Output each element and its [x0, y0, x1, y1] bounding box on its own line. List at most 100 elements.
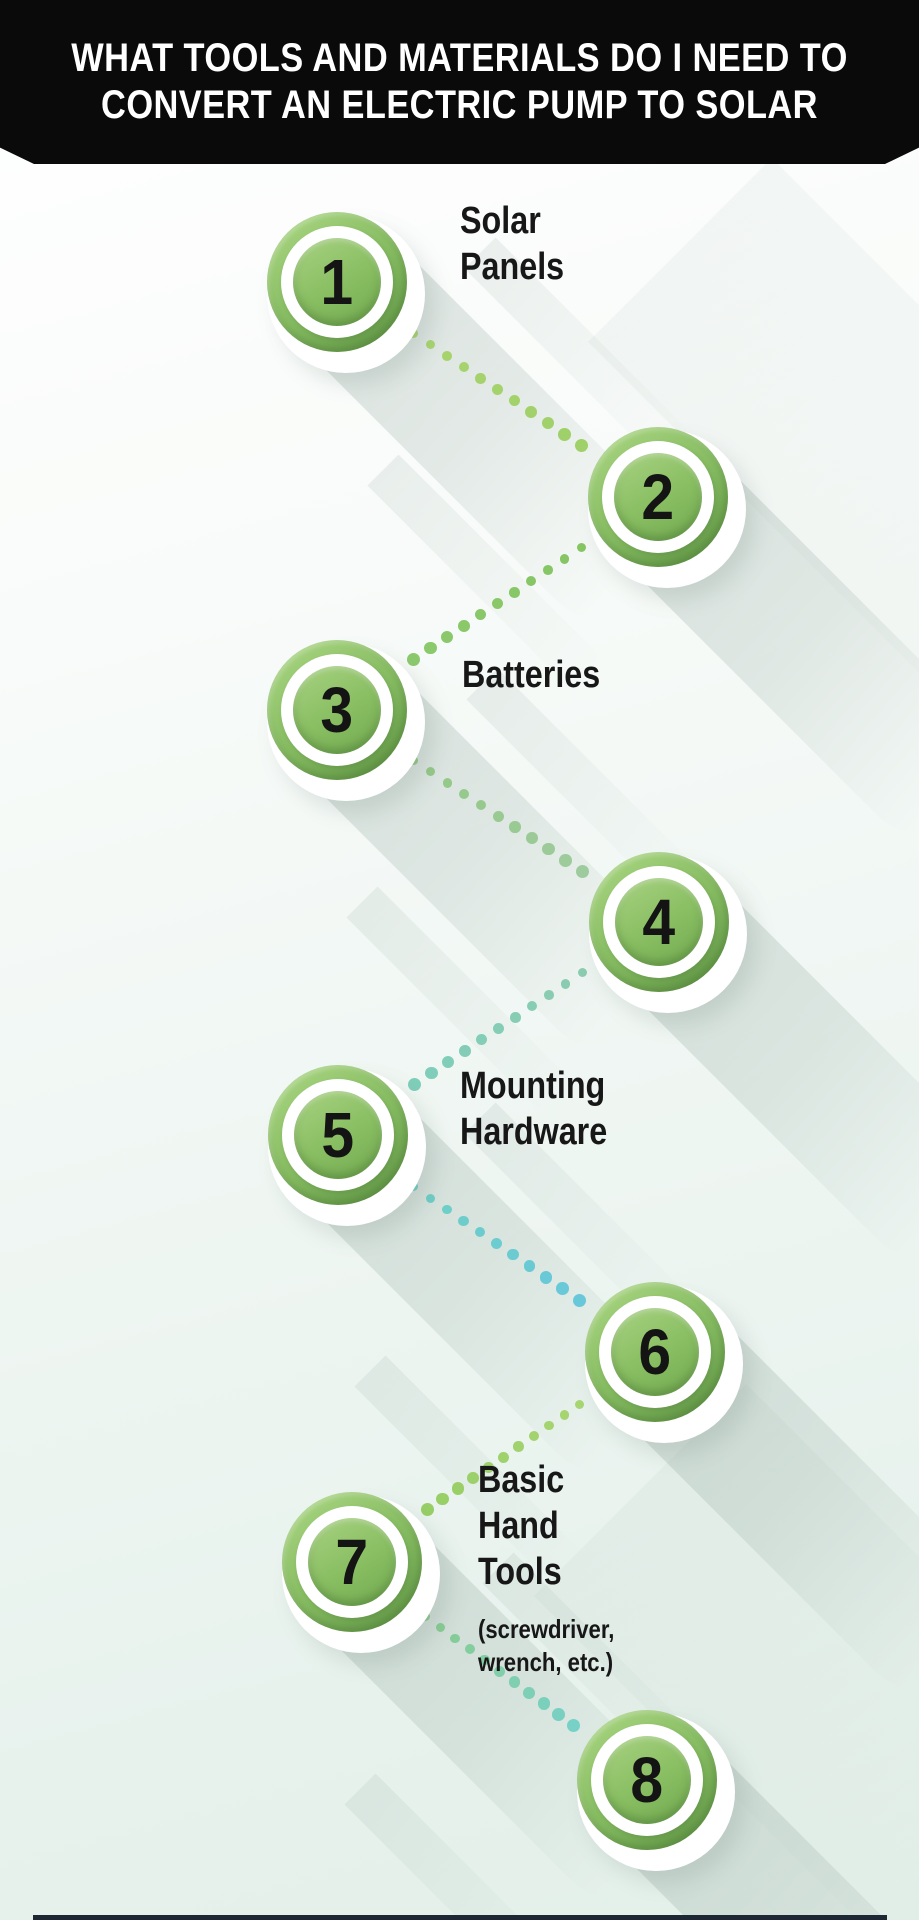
connector-dot	[492, 810, 504, 822]
step-circle: 4	[589, 852, 729, 992]
step-circle: 3	[267, 640, 407, 780]
connector-dot	[459, 788, 470, 799]
connector-dot	[442, 777, 453, 788]
connector-dot	[425, 339, 435, 350]
connector-dot	[408, 1077, 422, 1091]
circle-inner-disc: 6	[611, 1308, 699, 1396]
circle-white-ring: 1	[281, 226, 393, 338]
circle-white-ring: 8	[591, 1724, 703, 1836]
connector-dot	[572, 1293, 586, 1307]
step-number: 5	[321, 1099, 355, 1171]
step-circle: 2	[588, 427, 728, 567]
connector-dot	[526, 1001, 538, 1012]
connector-dot	[492, 598, 503, 609]
step-circle: 1	[267, 212, 407, 352]
step-number: 6	[638, 1316, 672, 1388]
connector-dot	[523, 1686, 535, 1699]
footer-bar	[33, 1915, 887, 1920]
connector-dot	[407, 652, 421, 666]
connector-dot	[458, 1215, 469, 1226]
connector-dot	[558, 428, 572, 441]
circle-white-ring: 2	[602, 441, 714, 553]
step-circle: 5	[268, 1065, 408, 1205]
connector-dot	[464, 1644, 476, 1655]
connector-dot	[537, 1697, 550, 1710]
connector-dot	[523, 1260, 536, 1272]
connector-dot	[425, 1193, 436, 1203]
connector-dot	[441, 630, 454, 643]
circle-white-ring: 5	[282, 1079, 394, 1191]
step-label: Mounting Hardware	[460, 1045, 607, 1191]
connector-dot	[467, 1472, 480, 1484]
connector-dot	[451, 1482, 465, 1495]
connector-dot	[552, 1708, 565, 1721]
circle-inner-disc: 3	[293, 666, 381, 754]
connector-dot	[494, 1665, 505, 1677]
circle-inner-disc: 5	[294, 1091, 382, 1179]
connector-dot	[577, 968, 587, 978]
step-circle: 8	[577, 1710, 717, 1850]
circle-inner-disc: 4	[615, 878, 703, 966]
connector-dot	[509, 821, 521, 833]
connector-dot	[482, 1461, 494, 1474]
connector-dot	[559, 854, 572, 867]
circle-inner-disc: 2	[614, 453, 702, 541]
connector-dot	[424, 641, 437, 655]
connector-dot	[442, 350, 452, 361]
connector-dot	[542, 565, 553, 576]
connector-dot	[560, 979, 571, 989]
page-title-line-2: CONVERT AN ELECTRIC PUMP TO SOLAR	[101, 83, 818, 127]
step-number: 7	[335, 1526, 369, 1598]
connector-dot	[436, 1492, 450, 1506]
connector-dot	[556, 1282, 569, 1296]
connector-dot	[559, 1410, 569, 1420]
connector-dot	[508, 1676, 520, 1688]
connector-dot	[479, 1654, 491, 1666]
connector-dot	[435, 1622, 446, 1633]
connector-dot	[442, 1204, 452, 1215]
connector-dot	[475, 799, 487, 811]
title-banner: WHAT TOOLS AND MATERIALS DO I NEED TO CO…	[0, 0, 919, 164]
connector-dot	[475, 372, 486, 384]
step-label-text: Basic Hand Tools	[478, 1459, 565, 1593]
connector-dot	[459, 1044, 471, 1057]
connector-dot	[508, 587, 520, 598]
connector-dot	[525, 576, 537, 587]
connector-dot	[525, 832, 538, 845]
connector-dot	[528, 1430, 539, 1442]
connector-dot	[559, 554, 570, 564]
circle-inner-disc: 7	[308, 1518, 396, 1606]
connector-dot	[425, 766, 436, 777]
step-number: 1	[320, 246, 354, 318]
circle-white-ring: 6	[599, 1296, 711, 1408]
connector-dot	[539, 1271, 553, 1284]
connector-dot	[476, 1033, 488, 1046]
connector-dot	[541, 417, 555, 430]
step-circle: 7	[282, 1492, 422, 1632]
connector-dot	[507, 1249, 519, 1261]
connector-dot	[474, 1226, 486, 1238]
circle-inner-disc: 1	[293, 238, 381, 326]
step-number: 4	[642, 886, 676, 958]
connector-dot	[491, 1238, 502, 1249]
step-label: Basic Hand Tools (screwdriver, wrench, e…	[478, 1439, 614, 1697]
connector-dot	[458, 361, 469, 373]
connector-dot	[542, 843, 555, 856]
step-number: 2	[641, 461, 675, 533]
connector-dot	[575, 864, 589, 878]
step-label-text: Batteries	[462, 654, 601, 696]
connector-dot	[475, 608, 487, 621]
connector-dot	[458, 619, 470, 632]
connector-dot	[543, 990, 554, 1001]
circle-inner-disc: 8	[603, 1736, 691, 1824]
connector-dot	[575, 439, 589, 453]
connector-dot	[576, 543, 586, 553]
step-number: 3	[320, 674, 354, 746]
step-label-text: Solar Panels	[460, 200, 565, 288]
page-title-line-1: WHAT TOOLS AND MATERIALS DO I NEED TO	[71, 36, 848, 80]
step-label-subtext: (screwdriver, wrench, etc.)	[478, 1614, 615, 1677]
connector-dot	[450, 1633, 461, 1644]
connector-dot	[513, 1441, 524, 1452]
connector-dot	[508, 395, 520, 407]
connector-dot	[493, 1023, 504, 1034]
